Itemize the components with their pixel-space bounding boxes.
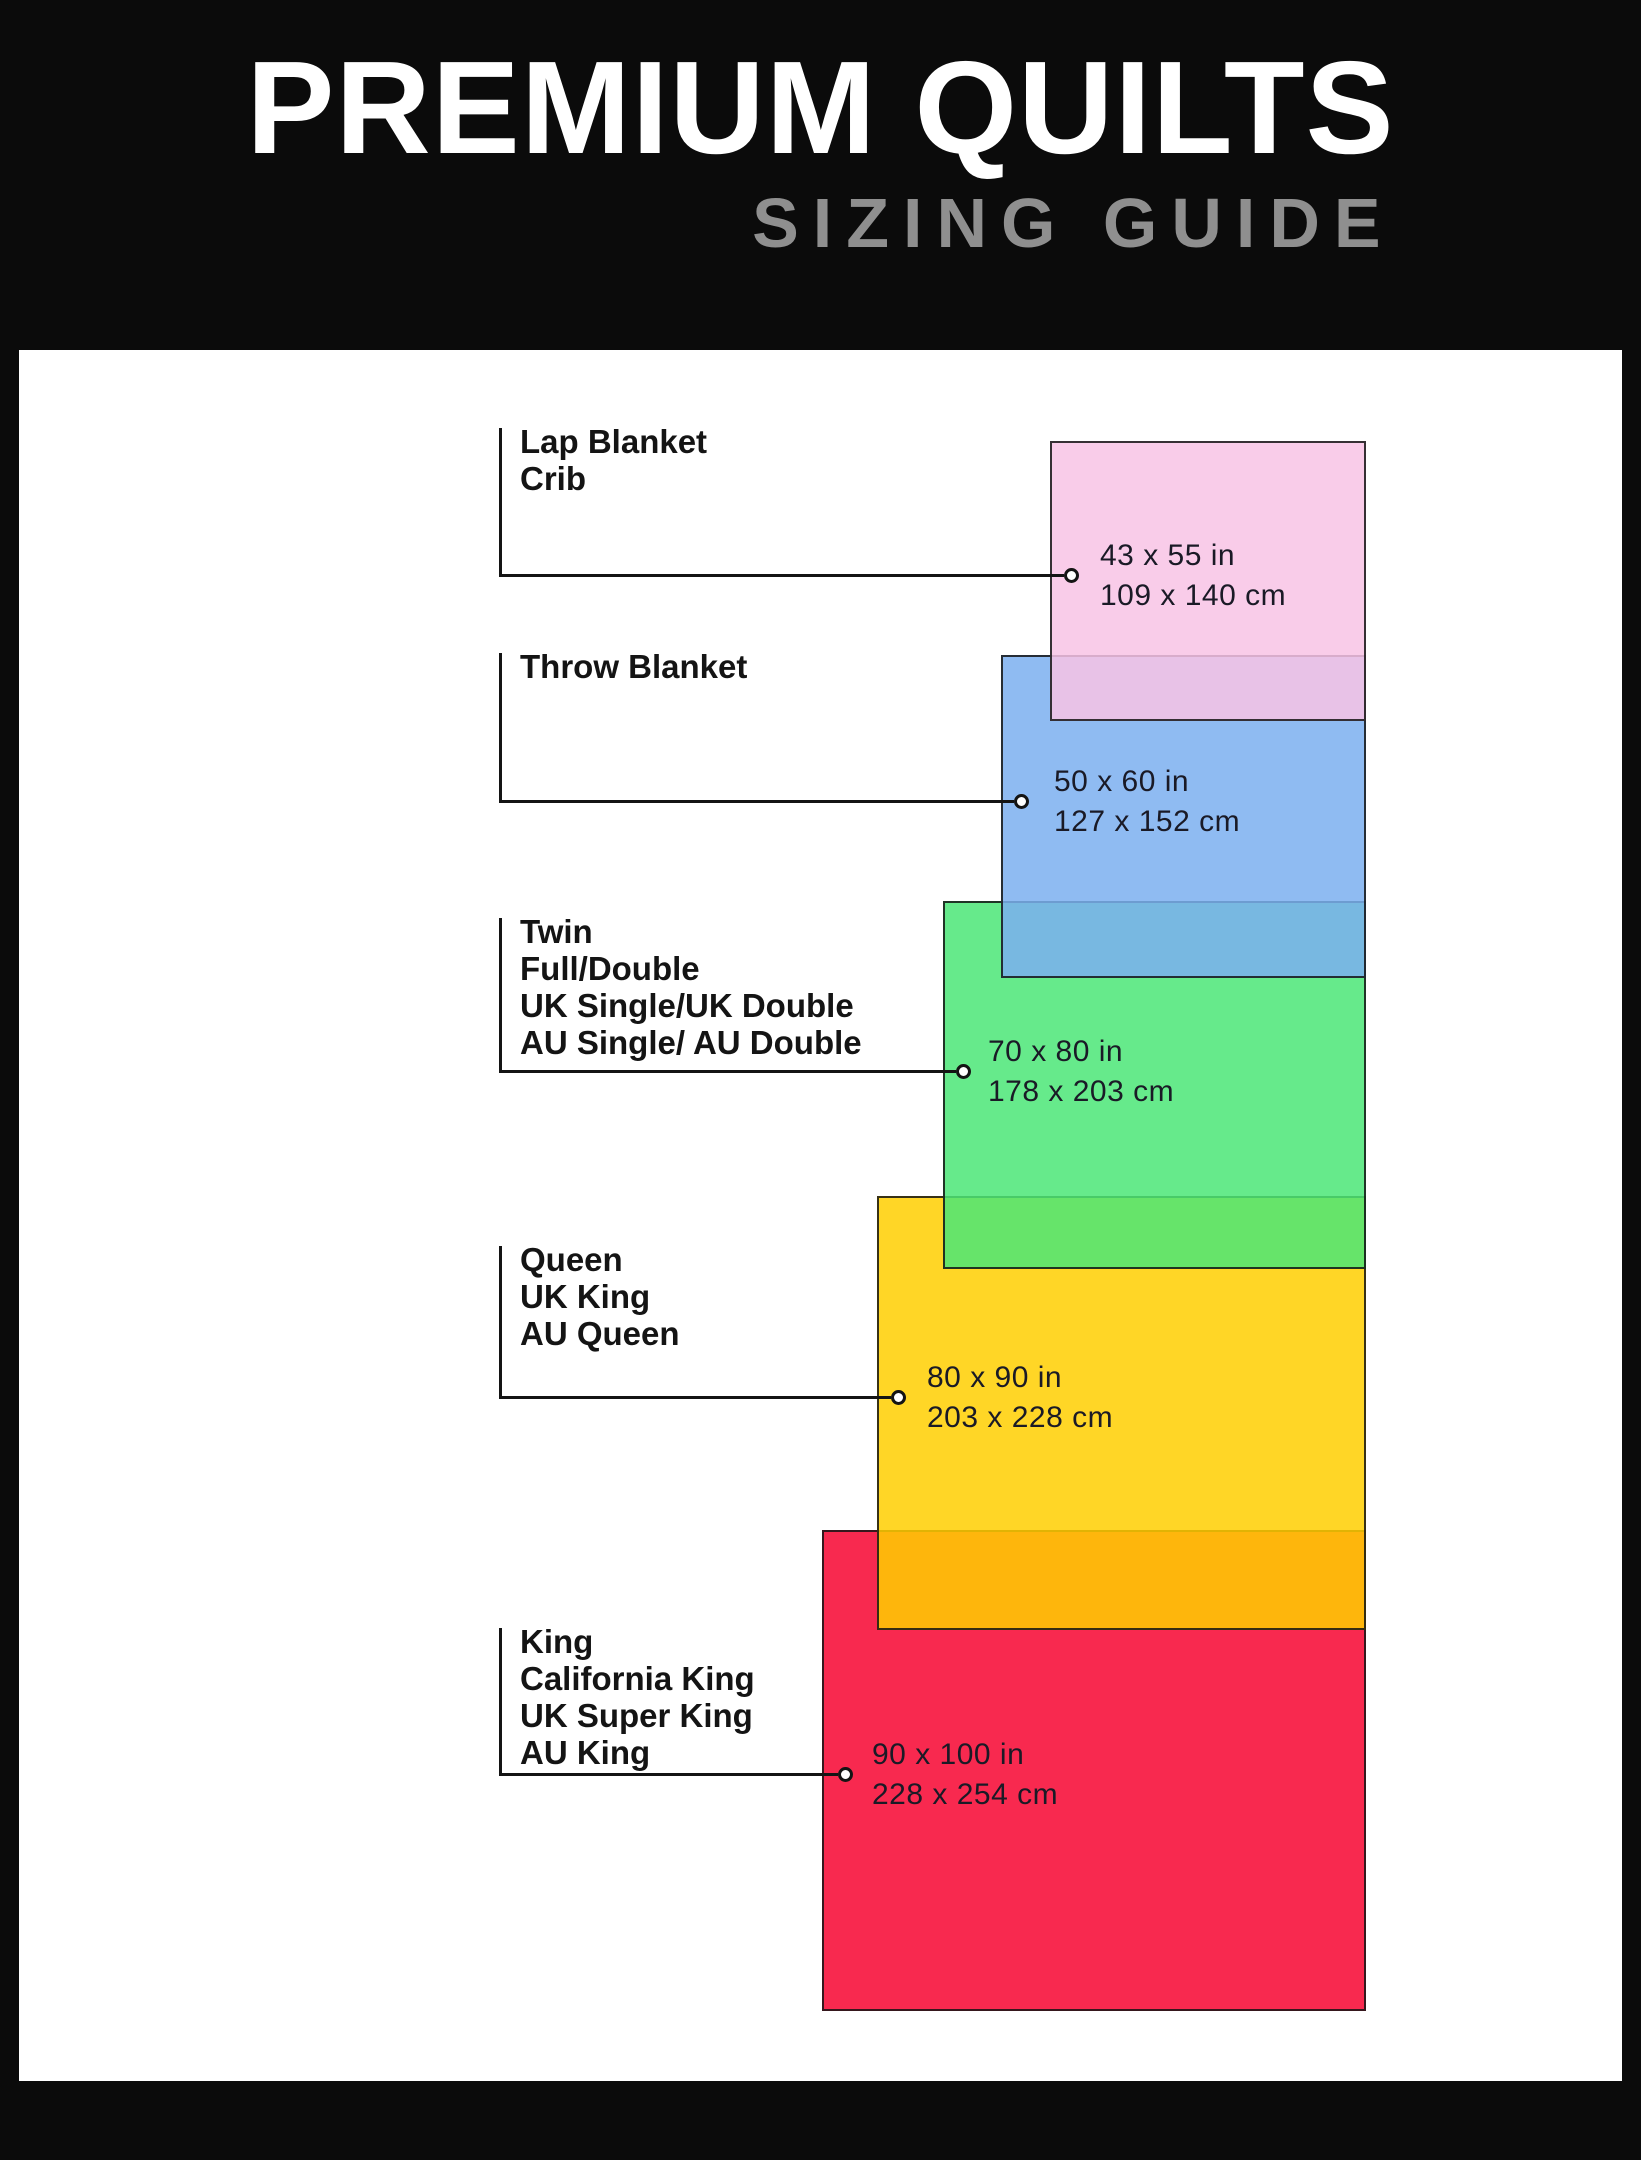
connector-hline	[499, 1773, 838, 1776]
connector-hline	[499, 800, 1014, 803]
size-note-queen: 80 x 90 in 203 x 228 cm	[927, 1358, 1113, 1438]
size-label-line: AU King	[520, 1734, 651, 1771]
size-label-line: Twin	[520, 913, 593, 950]
connector-vline	[499, 428, 502, 577]
size-note-lap-blanket: 43 x 55 in 109 x 140 cm	[1100, 536, 1286, 616]
connector-dot	[891, 1390, 906, 1405]
connector-dot	[956, 1064, 971, 1079]
size-label-line: UK King	[520, 1278, 651, 1315]
connector-vline	[499, 1246, 502, 1399]
title-block: PREMIUM QUILTS SIZING GUIDE	[246, 34, 1395, 262]
size-label-group-twin: Twin Full/Double UK Single/UK Double AU …	[520, 913, 862, 1061]
header: PREMIUM QUILTS SIZING GUIDE	[0, 0, 1641, 350]
size-note-cm: 127 x 152 cm	[1054, 805, 1241, 838]
size-label-line: AU Queen	[520, 1315, 680, 1352]
size-label-line: UK Super King	[520, 1697, 753, 1734]
page-title: PREMIUM QUILTS	[246, 34, 1395, 181]
connector-vline	[499, 1628, 502, 1776]
size-label-group-lap-blanket: Lap Blanket Crib	[520, 423, 707, 497]
connector-hline	[499, 1396, 891, 1399]
size-note-twin: 70 x 80 in 178 x 203 cm	[988, 1032, 1174, 1112]
size-note-cm: 109 x 140 cm	[1100, 579, 1287, 612]
size-note-throw-blanket: 50 x 60 in 127 x 152 cm	[1054, 762, 1240, 842]
connector-vline	[499, 653, 502, 803]
connector-dot	[838, 1767, 853, 1782]
size-note-inches: 43 x 55 in	[1100, 539, 1236, 572]
sizing-diagram: Lap Blanket Crib 43 x 55 in 109 x 140 cm…	[19, 350, 1622, 2081]
size-note-cm: 178 x 203 cm	[988, 1075, 1175, 1108]
size-label-line: AU Single/ AU Double	[520, 1024, 862, 1061]
size-note-inches: 50 x 60 in	[1054, 765, 1190, 798]
size-label-line: California King	[520, 1660, 755, 1697]
page-subtitle: SIZING GUIDE	[752, 184, 1395, 262]
size-label-line: Queen	[520, 1241, 623, 1278]
size-label-group-king: King California King UK Super King AU Ki…	[520, 1623, 755, 1771]
size-note-inches: 80 x 90 in	[927, 1361, 1063, 1394]
size-label-line: Throw Blanket	[520, 648, 748, 685]
size-label-line: Crib	[520, 460, 586, 497]
connector-dot	[1064, 568, 1079, 583]
size-label-group-throw-blanket: Throw Blanket	[520, 648, 747, 685]
size-label-line: UK Single/UK Double	[520, 987, 854, 1024]
connector-vline	[499, 918, 502, 1073]
connector-hline	[499, 574, 1064, 577]
size-label-line: Lap Blanket	[520, 423, 708, 460]
size-label-line: Full/Double	[520, 950, 700, 987]
size-rect-lap-blanket-crib	[1050, 441, 1366, 721]
size-note-inches: 90 x 100 in	[872, 1738, 1025, 1771]
size-note-cm: 228 x 254 cm	[872, 1778, 1059, 1811]
size-note-king: 90 x 100 in 228 x 254 cm	[872, 1735, 1058, 1815]
size-label-group-queen: Queen UK King AU Queen	[520, 1241, 680, 1352]
size-note-inches: 70 x 80 in	[988, 1035, 1124, 1068]
connector-dot	[1014, 794, 1029, 809]
size-note-cm: 203 x 228 cm	[927, 1401, 1114, 1434]
connector-hline	[499, 1070, 956, 1073]
size-label-line: King	[520, 1623, 594, 1660]
